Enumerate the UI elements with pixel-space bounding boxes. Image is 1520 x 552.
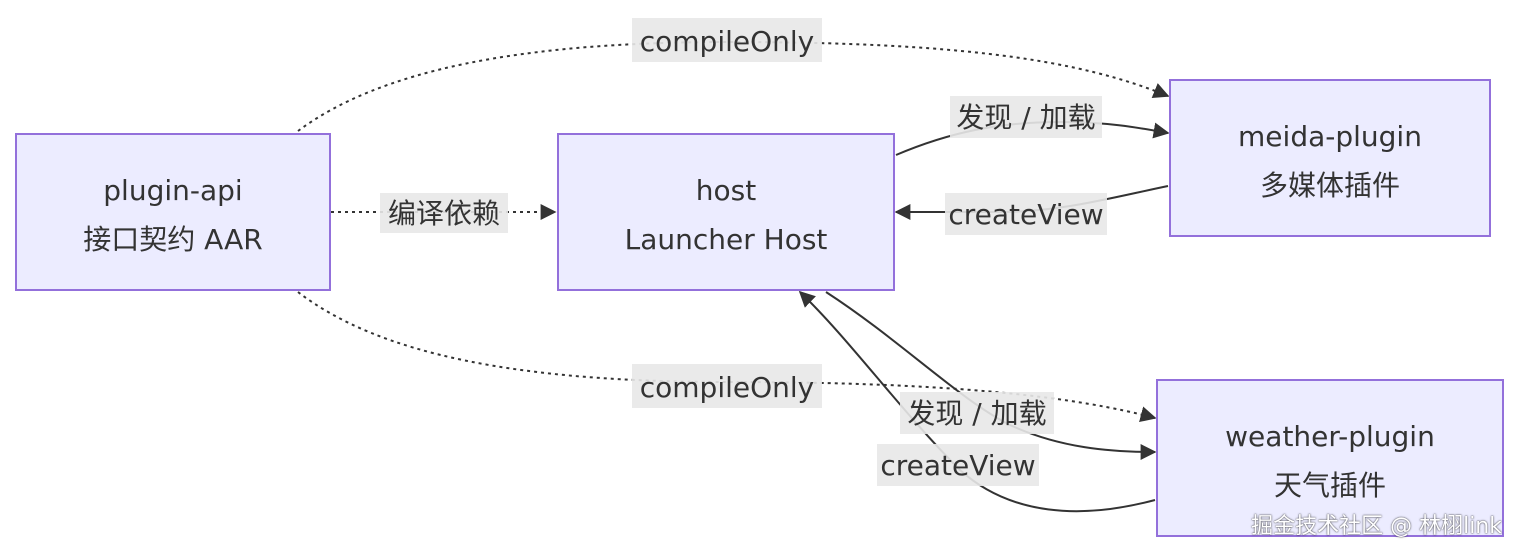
node-plugin-api-title: plugin-api bbox=[103, 174, 242, 207]
edge-labels: 编译依赖 compileOnly compileOnly 发现 / 加载 cre… bbox=[380, 18, 1107, 486]
label-api-to-weather: compileOnly bbox=[640, 371, 815, 404]
watermark: 掘金技术社区 @ 林栩link bbox=[1251, 514, 1502, 539]
label-host-to-meida: 发现 / 加载 bbox=[956, 101, 1095, 134]
label-meida-to-host: createView bbox=[948, 198, 1103, 231]
node-weather-plugin-title: weather-plugin bbox=[1225, 420, 1435, 453]
label-api-to-meida: compileOnly bbox=[640, 25, 815, 58]
node-plugin-api: plugin-api 接口契约 AAR bbox=[15, 133, 331, 291]
label-host-to-weather: 发现 / 加载 bbox=[907, 397, 1046, 430]
node-plugin-api-subtitle: 接口契约 AAR bbox=[83, 223, 262, 256]
edge-api-to-weather bbox=[297, 291, 1157, 423]
node-meida-plugin-subtitle: 多媒体插件 bbox=[1260, 169, 1400, 202]
node-meida-plugin-title: meida-plugin bbox=[1238, 120, 1422, 153]
node-weather-plugin-subtitle: 天气插件 bbox=[1274, 469, 1386, 502]
label-api-to-host: 编译依赖 bbox=[388, 197, 500, 230]
node-host: host Launcher Host bbox=[557, 133, 895, 291]
node-weather-plugin: weather-plugin 天气插件 bbox=[1156, 379, 1504, 537]
node-meida-plugin: meida-plugin 多媒体插件 bbox=[1169, 79, 1491, 237]
node-host-title: host bbox=[696, 174, 756, 207]
node-host-subtitle: Launcher Host bbox=[625, 223, 828, 256]
label-weather-to-host: createView bbox=[880, 449, 1035, 482]
